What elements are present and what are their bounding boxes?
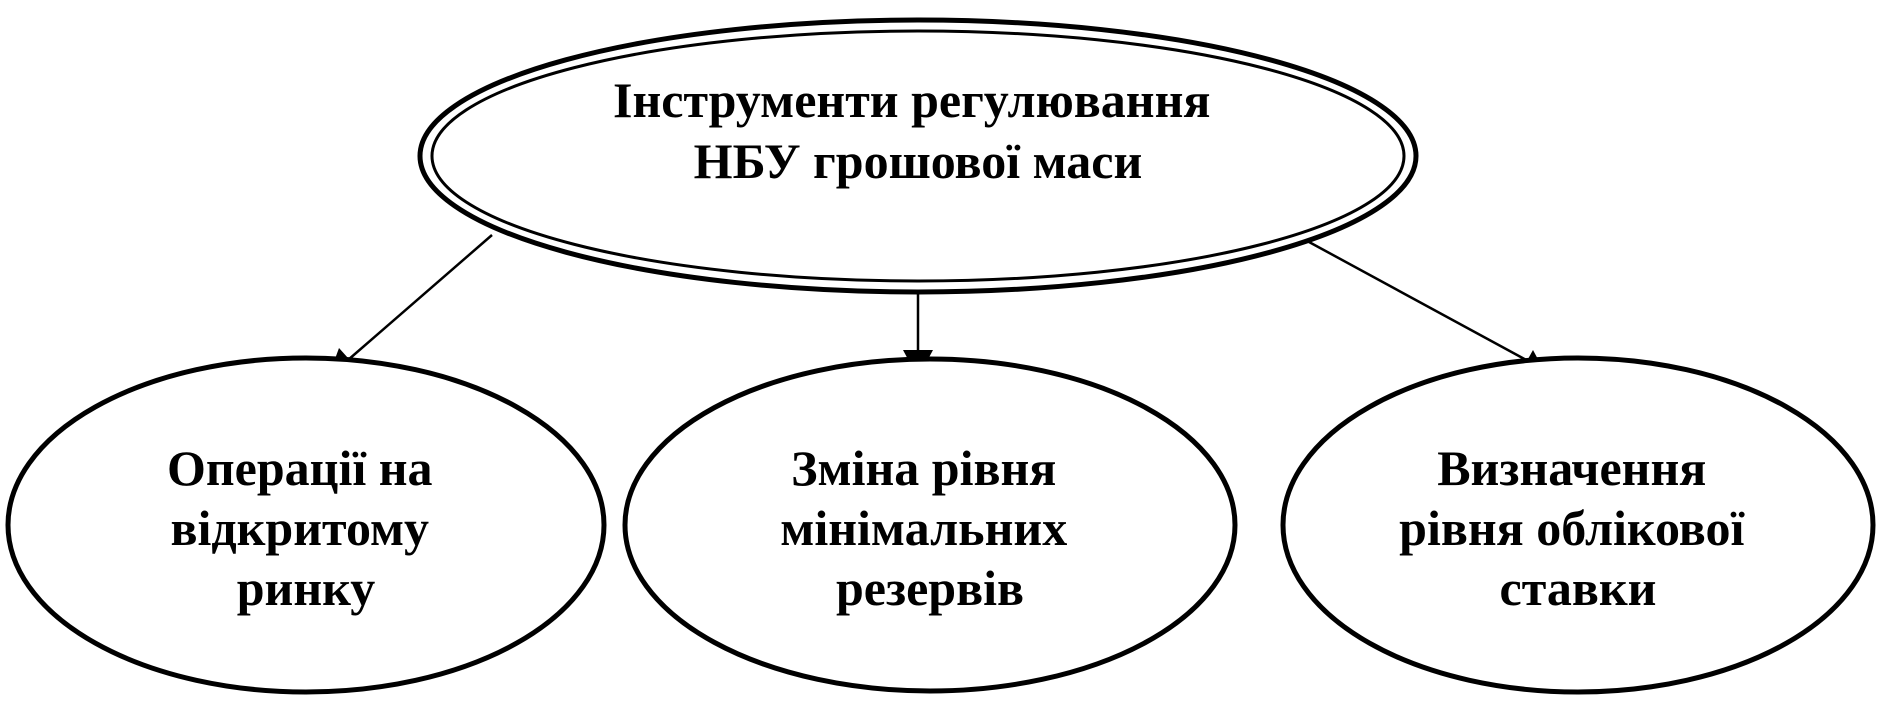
child-ellipse <box>622 356 1238 694</box>
child-ellipse <box>1280 355 1876 695</box>
child-ellipse <box>5 355 607 695</box>
child-label: Зміна рівня мінімальних резервів <box>780 440 1079 616</box>
arrow-line <box>1297 234 1531 364</box>
child-node-discount-rate: Визначення рівня облікової ставки <box>1280 355 1876 695</box>
edge-root-to-open-market <box>328 234 493 378</box>
child-node-min-reserves: Зміна рівня мінімальних резервів <box>622 356 1238 694</box>
edge-root-to-discount-rate <box>1297 234 1548 378</box>
child-label-line: Визначення <box>1437 440 1706 496</box>
child-label-line: резервів <box>836 560 1024 616</box>
child-node-open-market: Операції на відкритому ринку <box>5 355 607 695</box>
child-label-line: Операції на <box>167 440 433 496</box>
root-ellipse-outer <box>417 17 1419 295</box>
child-label-line: ставки <box>1500 560 1657 616</box>
root-ellipse-inner <box>430 29 1406 283</box>
child-label-line: мінімальних <box>780 500 1067 556</box>
child-label: Операції на відкритому ринку <box>167 440 445 616</box>
child-label-line: ринку <box>237 560 376 616</box>
arrow-line <box>347 234 493 361</box>
child-label-line: рівня облікової <box>1399 500 1745 556</box>
root-label-line: НБУ грошової маси <box>694 133 1143 189</box>
root-label: Інструменти регулювання НБУ грошової мас… <box>613 72 1223 189</box>
root-label-line: Інструменти регулювання <box>613 72 1210 128</box>
child-label-line: Зміна рівня <box>791 440 1056 496</box>
root-node: Інструменти регулювання НБУ грошової мас… <box>417 17 1419 295</box>
child-label: Визначення рівня облікової ставки <box>1399 440 1757 616</box>
child-label-line: відкритому <box>170 500 429 556</box>
